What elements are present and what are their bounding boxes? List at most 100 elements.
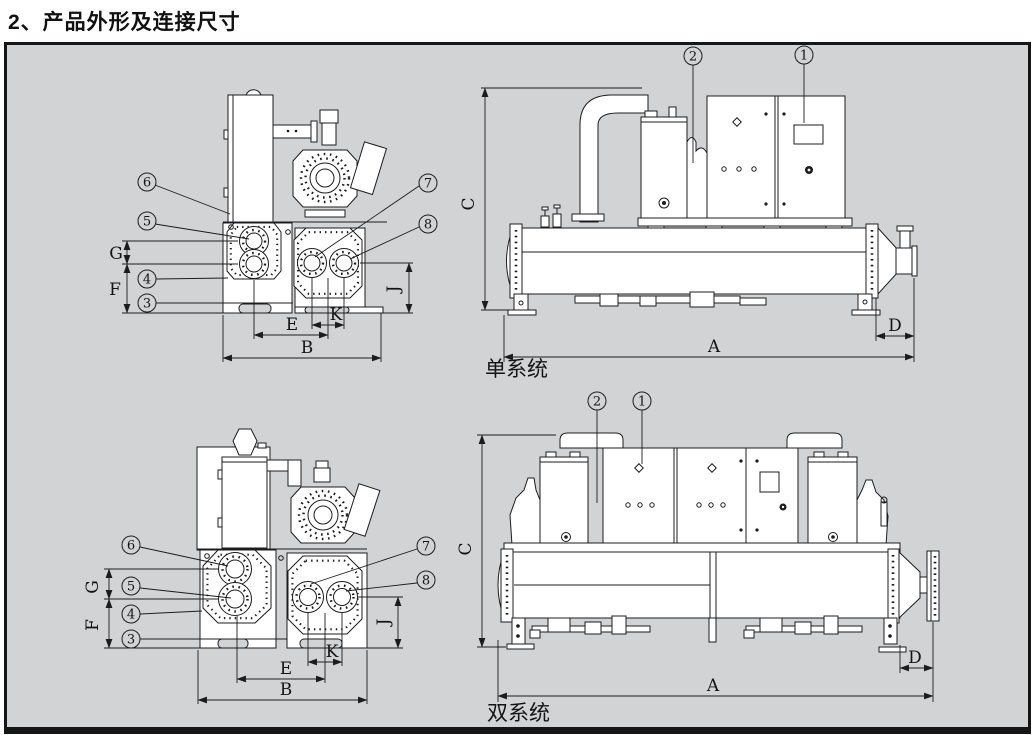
evaporator-end-plate [202, 549, 284, 624]
svg-text:6: 6 [127, 539, 135, 554]
dim-label-K: K [330, 305, 343, 325]
heat-exchanger-shell [497, 548, 940, 624]
end-flange [926, 550, 932, 622]
dim-label-C: C [456, 542, 476, 555]
dim-F: F [83, 598, 200, 649]
water-flange [239, 249, 269, 279]
top-hoods [559, 432, 843, 449]
emblem-icon [707, 463, 717, 473]
under-shell-piping [574, 291, 767, 308]
emblem-icon [634, 463, 644, 473]
svg-text:7: 7 [424, 177, 432, 192]
callout-4: 4 [121, 604, 203, 624]
dim-label-F: F [83, 619, 103, 631]
callout-2: 2 [587, 391, 607, 503]
dim-E: E [236, 613, 326, 683]
dim-F: F [109, 263, 223, 314]
dim-label-E: E [286, 315, 298, 335]
dim-label-D: D [888, 316, 902, 336]
support-feet [507, 293, 881, 316]
callout-6: 6 [137, 172, 231, 215]
callout-6: 6 [121, 535, 229, 567]
dim-G: G [83, 568, 219, 600]
condenser-end-plate [287, 555, 363, 635]
dim-D: D [899, 645, 934, 673]
single-system-side-view: 2 1 C A D 单系统 [459, 45, 918, 381]
page-title: 2、产品外形及连接尺寸 [8, 11, 241, 34]
dim-J: J [360, 262, 413, 314]
condenser-end-plate [293, 227, 363, 299]
svg-text:5: 5 [143, 215, 151, 230]
dim-label-A: A [707, 337, 721, 357]
control-cabinet [602, 447, 799, 544]
callout-2: 2 [683, 46, 703, 163]
callout-5: 5 [137, 211, 250, 240]
heat-exchanger-shell [506, 223, 918, 299]
svg-text:3: 3 [143, 297, 151, 312]
control-cabinet [706, 95, 846, 219]
water-flange [329, 248, 359, 278]
dim-D: D [875, 298, 915, 341]
dim-label-D: D [908, 648, 922, 668]
water-flange [218, 582, 252, 616]
svg-text:3: 3 [127, 633, 135, 648]
shell-top-valves [540, 204, 562, 228]
compressor [290, 483, 381, 544]
dim-K: K [307, 613, 343, 666]
water-flange [239, 226, 269, 256]
dim-label-G: G [83, 580, 103, 594]
dim-C: C [459, 87, 642, 311]
oil-tank [196, 428, 271, 551]
dual-system-side-view: 2 1 C A D 双系统 [456, 391, 940, 725]
dim-label-K: K [326, 642, 339, 662]
display-window [793, 124, 824, 145]
svg-text:1: 1 [638, 395, 646, 410]
compressor-silhouette [686, 137, 708, 219]
support-feet [506, 617, 907, 653]
callout-8: 8 [349, 214, 438, 260]
svg-text:4: 4 [143, 273, 151, 288]
evaporator-end-plate [226, 222, 291, 280]
suction-pipe-arc [571, 94, 649, 223]
callout-1: 1 [632, 391, 652, 464]
compressor [292, 141, 388, 218]
dim-B: B [197, 650, 368, 704]
svg-text:6: 6 [143, 176, 151, 191]
callout-7: 7 [314, 173, 438, 258]
display-window [759, 471, 780, 493]
callout-1: 1 [794, 45, 814, 123]
oil-separator [640, 106, 688, 221]
svg-text:8: 8 [422, 574, 430, 589]
water-flange [297, 248, 327, 278]
compressor-silhouette [509, 477, 889, 546]
dim-label-E: E [280, 659, 292, 679]
dim-label-C: C [459, 197, 479, 210]
svg-text:7: 7 [422, 540, 430, 555]
svg-text:5: 5 [127, 580, 135, 595]
single-system-end-view: G F E B K [109, 89, 438, 362]
callout-7: 7 [310, 536, 436, 585]
dim-label-A: A [706, 676, 720, 696]
dim-J: J [358, 596, 403, 649]
emblem-icon [732, 117, 742, 127]
oil-separator [539, 451, 589, 546]
svg-text:4: 4 [127, 608, 135, 623]
dim-A: A [497, 622, 934, 702]
svg-text:1: 1 [800, 49, 808, 64]
dim-C: C [456, 434, 556, 648]
svg-text:8: 8 [424, 218, 432, 233]
dim-label-J: J [374, 618, 394, 627]
caption-single-system: 单系统 [485, 357, 548, 381]
dual-system-end-view: G F E B K [83, 428, 436, 704]
svg-text:2: 2 [593, 395, 601, 410]
callout-5: 5 [121, 576, 232, 599]
svg-text:2: 2 [689, 50, 697, 65]
dim-label-F: F [109, 280, 121, 300]
water-nozzle [895, 247, 913, 275]
caption-dual-system: 双系统 [487, 701, 550, 725]
dim-K: K [311, 278, 345, 329]
callout-3: 3 [121, 629, 287, 649]
suction-pipe [272, 109, 339, 146]
water-flange [326, 581, 358, 613]
